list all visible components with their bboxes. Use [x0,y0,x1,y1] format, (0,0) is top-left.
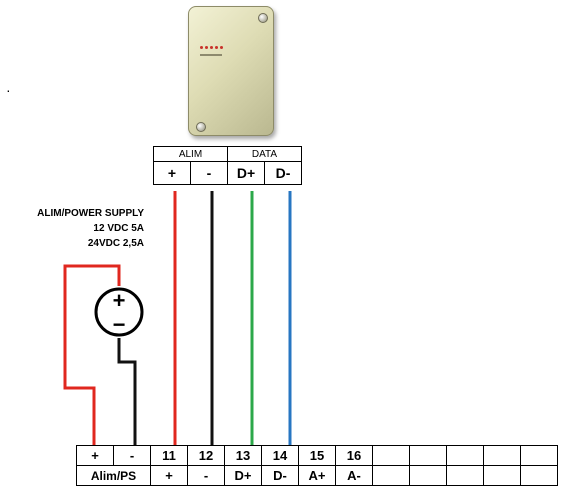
terminal-label [520,465,558,486]
terminal-label [446,465,484,486]
pin-minus: - [190,161,228,185]
pin-d-plus: D+ [227,161,265,185]
terminal-number: 11 [150,445,188,466]
terminal-label [483,465,521,486]
power-supply-label: ALIM/POWER SUPPLY 12 VDC 5A 24VDC 2,5A [4,206,144,251]
pin-plus: + [153,161,191,185]
power-supply-symbol [94,287,144,337]
terminal-label: - [187,465,225,486]
terminal-number: 15 [298,445,336,466]
group-label-data: DATA [227,146,302,162]
supply-rating-12v: 12 VDC 5A [93,223,144,234]
terminal-label-alim-ps: Alim/PS [76,465,151,486]
terminal-number [483,445,521,466]
pin-d-minus: D- [264,161,302,185]
terminal-number [520,445,558,466]
terminal-number [372,445,410,466]
terminal-label: D- [261,465,299,486]
supply-title: ALIM/POWER SUPPLY [37,208,144,219]
terminal-label: + [150,465,188,486]
device-terminal-block: ALIM DATA + - D+ D- [153,146,302,185]
group-label-alim: ALIM [153,146,228,162]
wire-supply-minus [117,338,137,446]
stray-dot: · [6,82,11,98]
device-brand-mark [200,54,222,56]
supply-minus-sign: − [113,312,126,337]
led-indicators [200,46,223,49]
terminal-number [409,445,447,466]
screw-icon [196,122,206,132]
terminal-label: A- [335,465,373,486]
terminal-number: 14 [261,445,299,466]
wire-supply-plus [63,264,121,446]
device-enclosure [188,6,274,136]
terminal-number: + [76,445,114,466]
terminal-label: D+ [224,465,262,486]
terminal-label [409,465,447,486]
terminal-number: - [113,445,151,466]
supply-rating-24v: 24VDC 2,5A [87,238,144,249]
screw-icon [258,13,268,23]
terminal-label [372,465,410,486]
terminal-label: A+ [298,465,336,486]
terminal-number [446,445,484,466]
supply-plus-sign: + [113,288,126,313]
terminal-number: 13 [224,445,262,466]
terminal-number: 12 [187,445,225,466]
controller-terminal-block: + - 11 12 13 14 15 16 Alim/PS + - D+ D- … [76,445,558,486]
terminal-number: 16 [335,445,373,466]
